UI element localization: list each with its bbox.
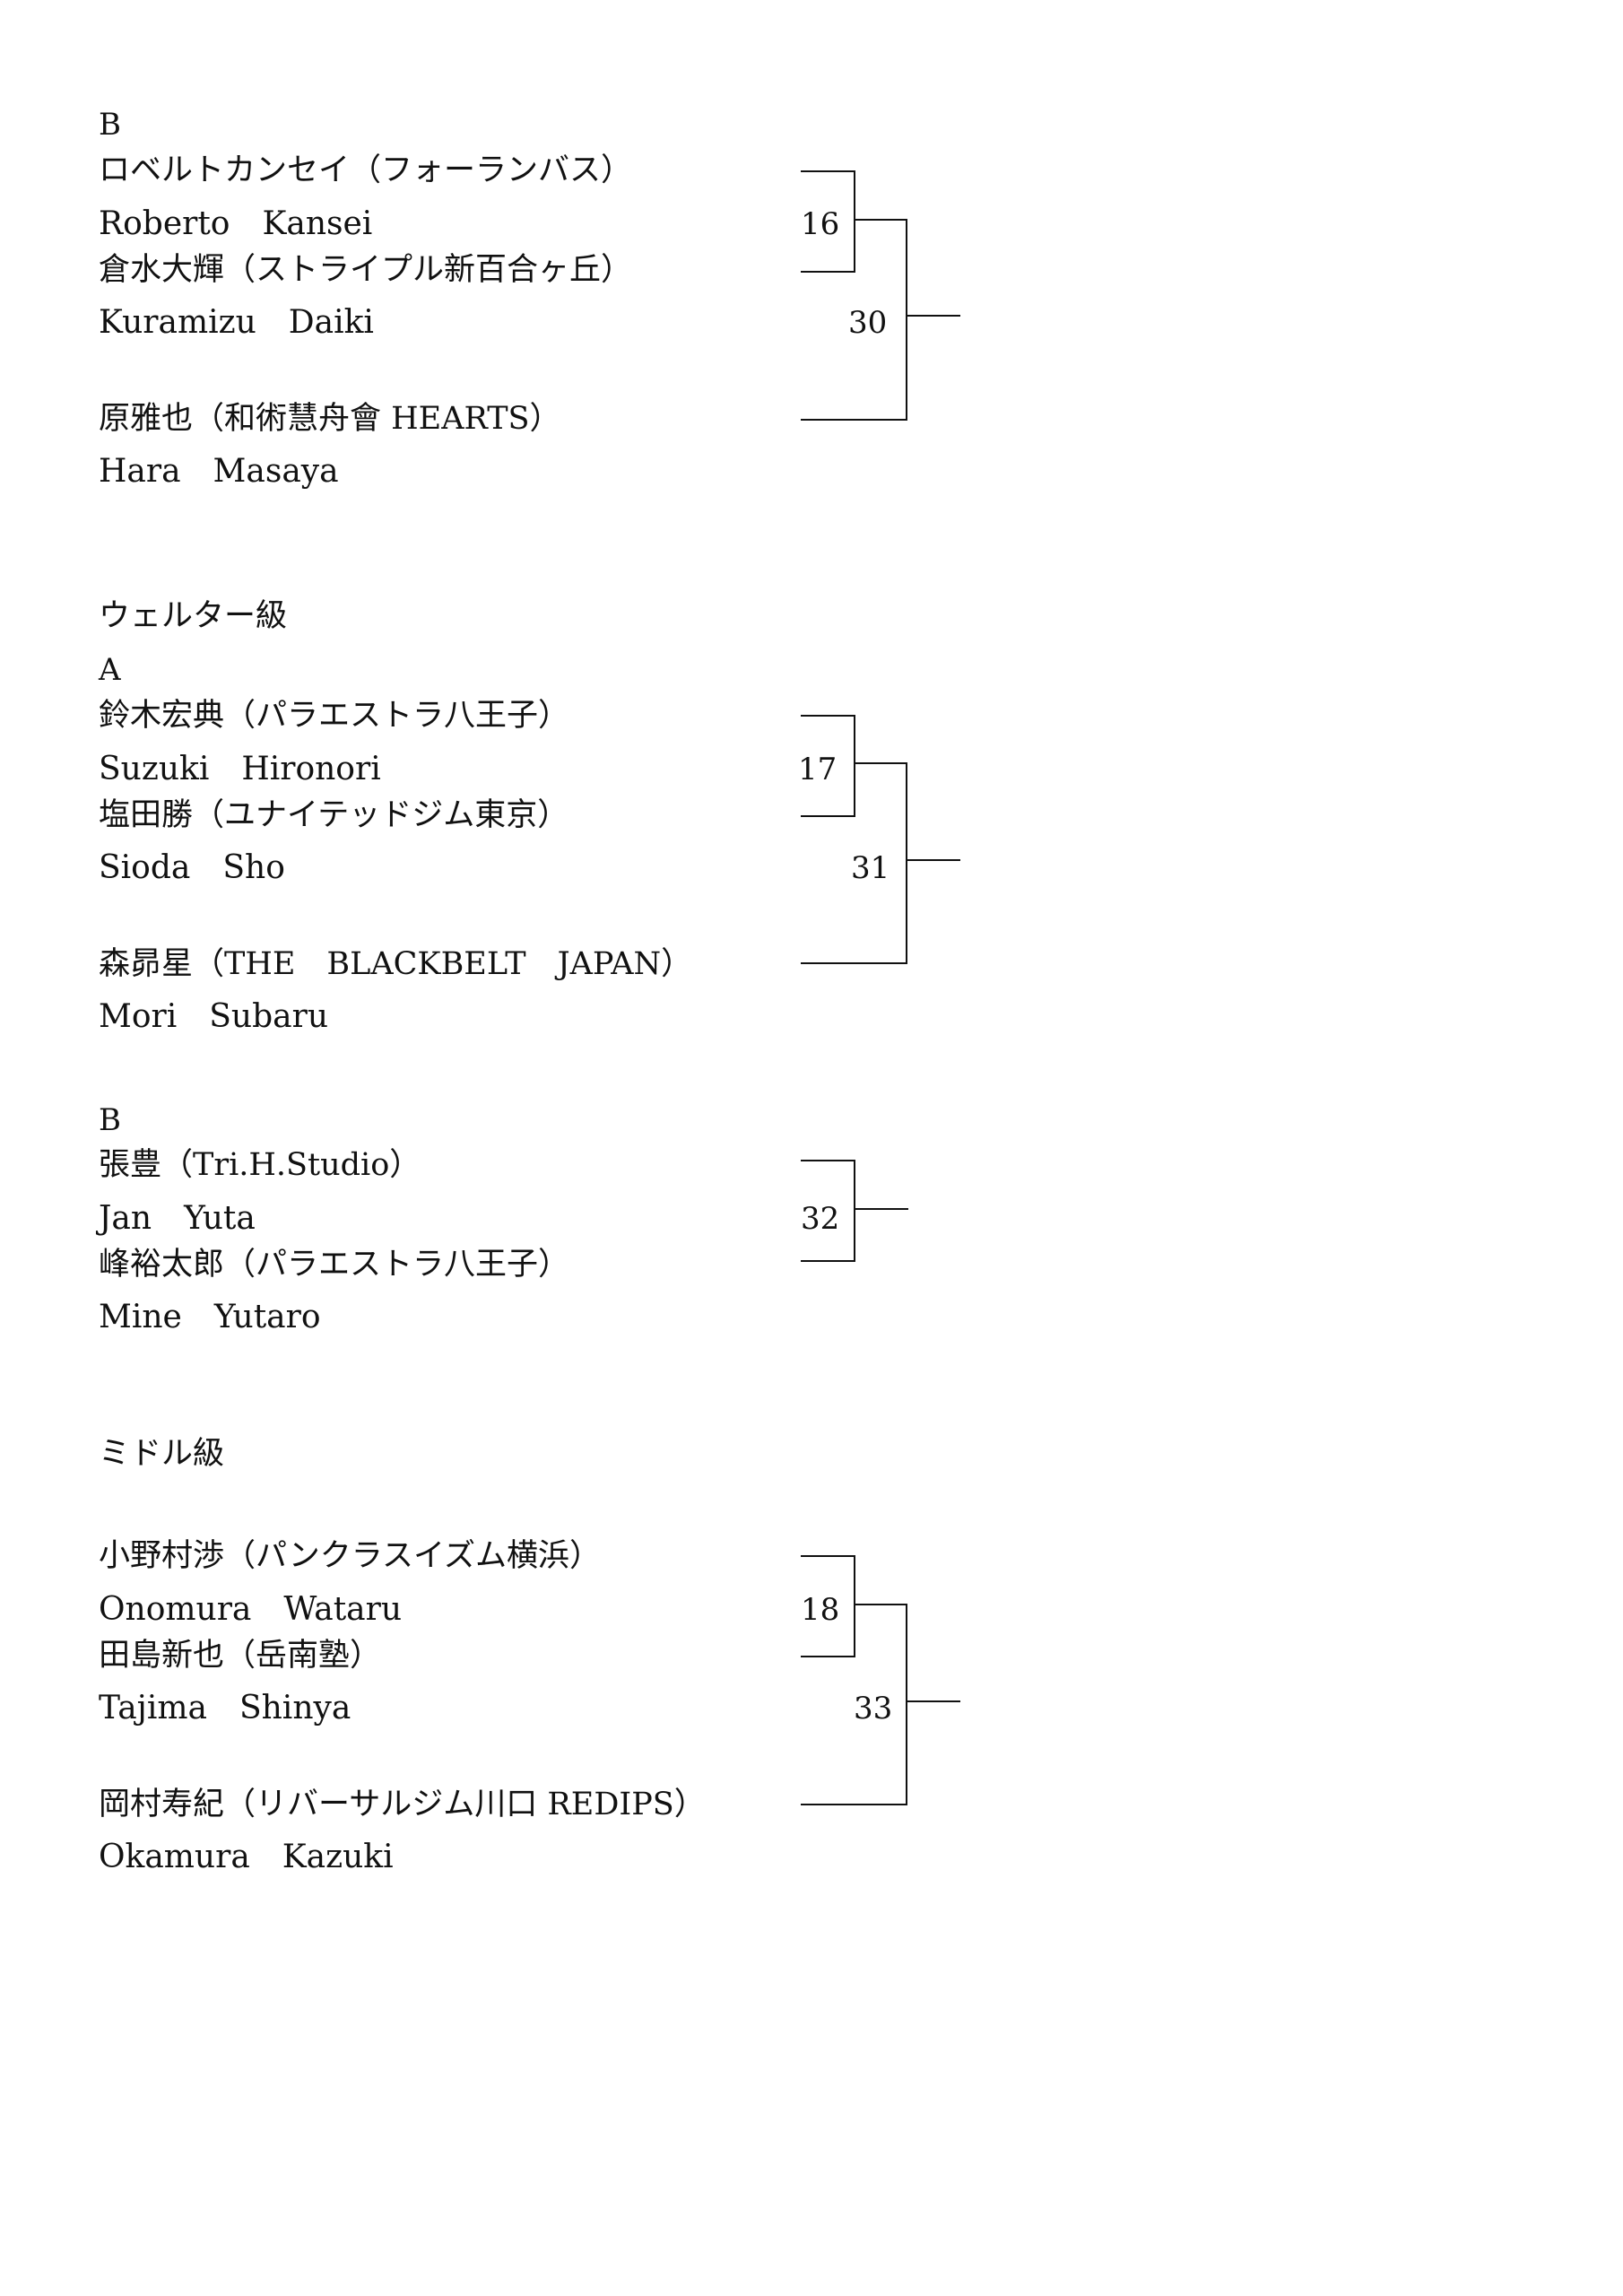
fighter-name-en: Okamura Kazuki — [99, 1839, 394, 1875]
group-label: B — [99, 107, 121, 143]
fighter-name-en: Kuramizu Daiki — [99, 304, 374, 341]
group-label: B — [99, 1102, 121, 1138]
fighter-name-jp: 田島新也（岳南塾） — [99, 1638, 382, 1674]
fighter-name-jp: 原雅也（和術慧舟會 HEARTS） — [99, 401, 561, 437]
fighter-name-en: Sioda Sho — [99, 849, 285, 886]
fighter-name-en: Jan Yuta — [99, 1200, 256, 1237]
match-number: 17 — [798, 752, 838, 787]
match-number: 32 — [801, 1201, 840, 1237]
bracket-line-match-16 — [801, 170, 855, 273]
fighter-name-en: Hara Masaya — [99, 453, 339, 490]
weight-class-title: ウェルター級 — [99, 598, 288, 634]
bracket-line-match-32 — [801, 1160, 855, 1262]
bracket-line-match-18 — [801, 1555, 855, 1657]
bracket-line-16-to-30 — [801, 219, 907, 421]
match-number: 16 — [801, 206, 840, 242]
match-number: 31 — [851, 850, 890, 886]
fighter-name-jp: 森昴星（THE BLACKBELT JAPAN） — [99, 946, 693, 982]
fighter-name-jp: 岡村寿紀（リバーサルジム川口 REDIPS） — [99, 1787, 706, 1822]
fighter-name-en: Tajima Shinya — [99, 1690, 352, 1726]
fighter-name-en: Mine Yutaro — [99, 1299, 321, 1335]
fighter-name-en: Mori Subaru — [99, 998, 329, 1035]
fighter-name-jp: 小野村渉（パンクラスイズム横浜） — [99, 1538, 602, 1574]
fighter-name-en: Onomura Wataru — [99, 1591, 403, 1628]
weight-class-title: ミドル級 — [99, 1436, 225, 1472]
bracket-line-18-to-33 — [801, 1604, 907, 1805]
match-number: 33 — [854, 1691, 893, 1726]
fighter-name-jp: 倉水大輝（ストライプル新百合ヶ丘） — [99, 252, 633, 288]
fighter-name-en: Roberto Kansei — [99, 205, 373, 242]
bracket-line-match-17 — [801, 715, 855, 817]
fighter-name-jp: 張豊（Tri.H.Studio） — [99, 1147, 421, 1183]
group-label: A — [99, 652, 121, 688]
fighter-name-jp: ロベルトカンセイ（フォーランバス） — [99, 152, 633, 188]
bracket-line-17-to-31 — [801, 762, 907, 964]
match-number: 30 — [848, 305, 888, 341]
fighter-name-jp: 塩田勝（ユナイテッドジム東京） — [99, 797, 569, 833]
fighter-name-jp: 峰裕太郎（パラエストラ八王子） — [99, 1247, 570, 1283]
fighter-name-jp: 鈴木宏典（パラエストラ八王子） — [99, 698, 570, 734]
match-number: 18 — [801, 1592, 840, 1628]
fighter-name-en: Suzuki Hironori — [99, 751, 381, 787]
